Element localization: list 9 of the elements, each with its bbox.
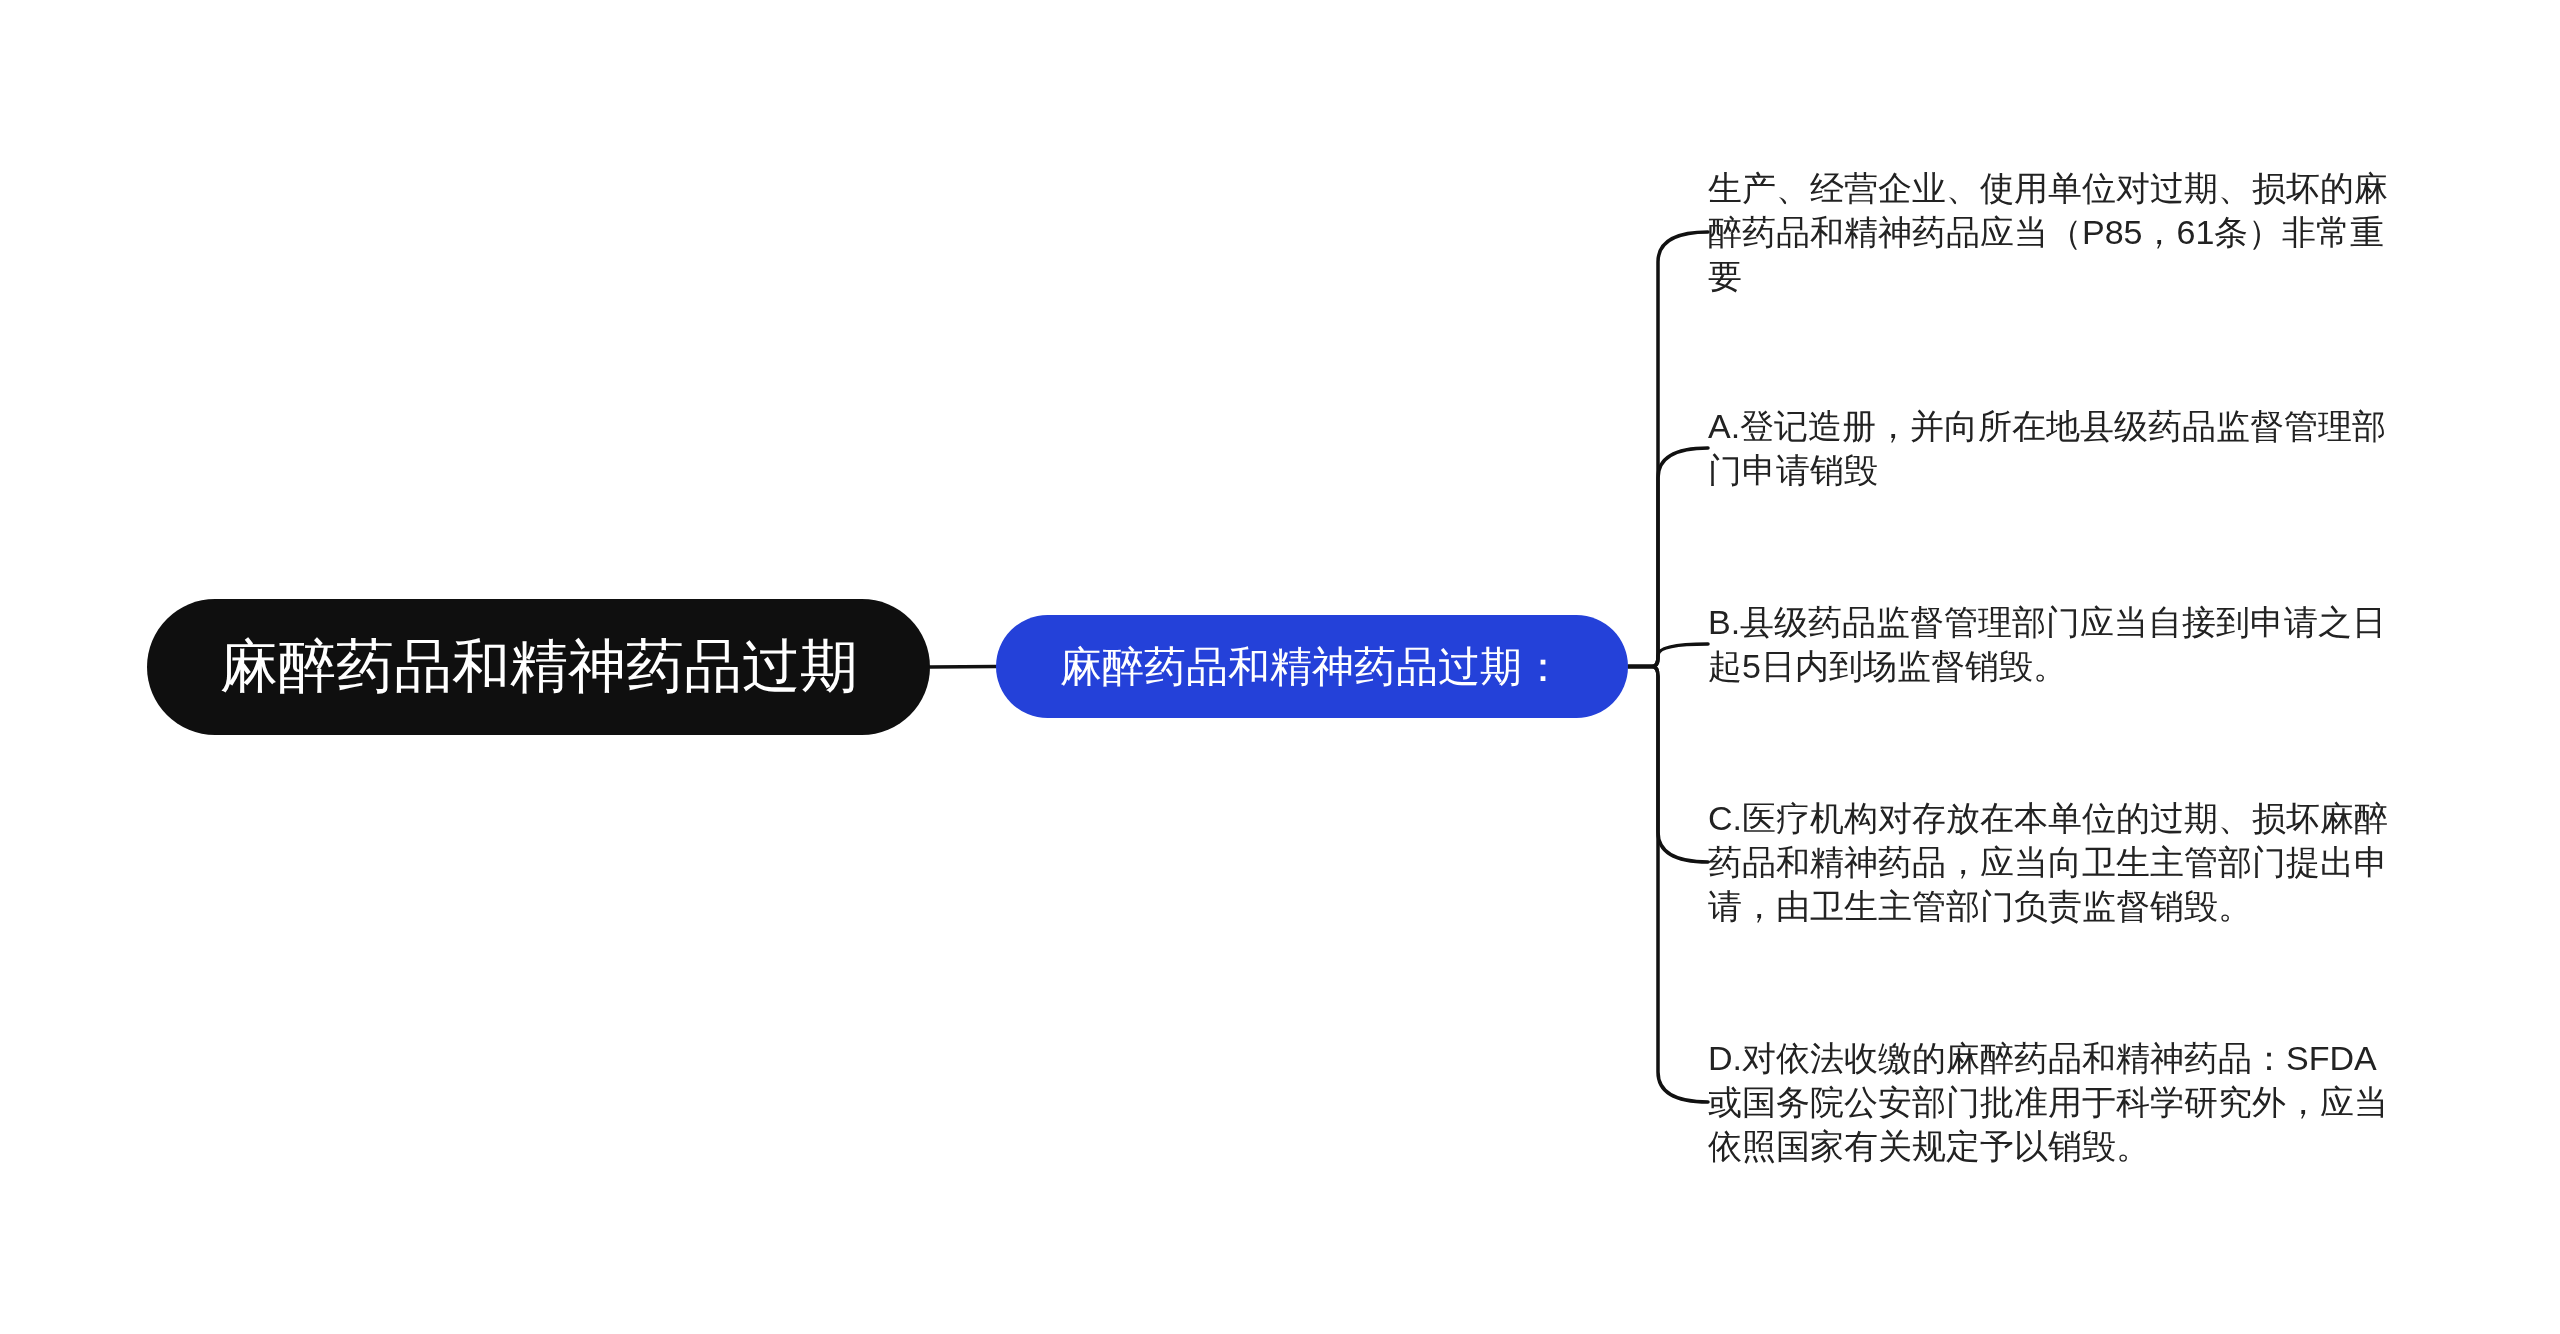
branch-text: D.对依法收缴的麻醉药品和精神药品：SFDA或国务院公安部门批准用于科学研究外，应当依照国家有关规定予以销毁。 xyxy=(1708,1036,2408,1168)
subtopic: 麻醉药品和精神药品过期： xyxy=(996,615,1628,718)
connector-line xyxy=(928,664,998,669)
central-topic: 麻醉药品和精神药品过期 xyxy=(147,599,930,735)
connector-line xyxy=(1626,664,1710,1104)
branch-text: B.县级药品监督管理部门应当自接到申请之日起5日内到场监督销毁。 xyxy=(1708,600,2408,688)
branch-text: C.医疗机构对存放在本单位的过期、损坏麻醉药品和精神药品，应当向卫生主管部门提出申请，由卫生主管部门负责监督销毁。 xyxy=(1708,796,2408,928)
branch-text: 生产、经营企业、使用单位对过期、损坏的麻醉药品和精神药品应当（P85，61条）非常重要 xyxy=(1708,166,2408,298)
branch-text: A.登记造册，并向所在地县级药品监督管理部门申请销毁 xyxy=(1708,404,2408,492)
